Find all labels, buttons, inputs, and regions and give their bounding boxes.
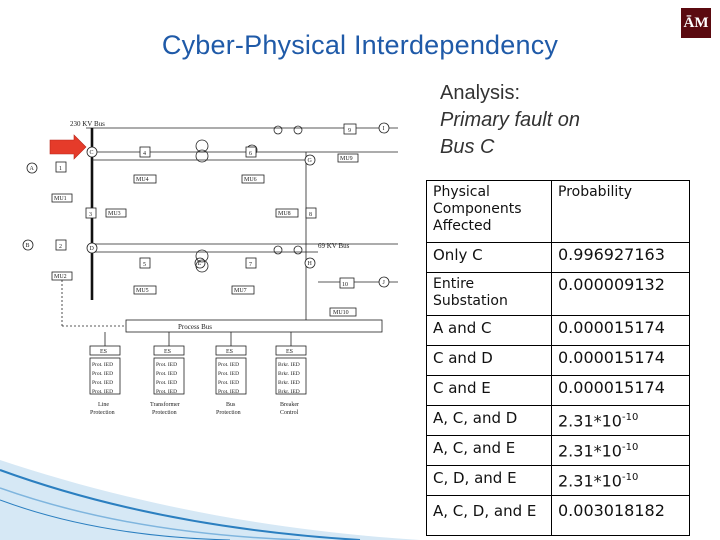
table-row: Only C 0.996927163 [426,242,690,273]
box-10: 10 [342,282,348,288]
ied-group-breaker: ES Brkr. IED Brkr. IED Brkr. IED Brkr. I… [275,345,307,416]
process-bus [125,319,383,333]
ied-group-line: ES Prot. IED Prot. IED Prot. IED Prot. I… [89,345,121,416]
table-row: A and C 0.000015174 [426,315,690,346]
svg-text:Prot. IED: Prot. IED [156,380,177,386]
node-c: C [90,150,94,156]
svg-text:ES: ES [226,349,233,355]
svg-text:Protection: Protection [216,410,241,416]
svg-text:Prot. IED: Prot. IED [156,389,177,395]
box-7: 7 [249,262,252,268]
svg-text:Bus: Bus [226,402,236,408]
table-row: C, D, and E 2.31*10-10 [426,465,690,496]
university-logo: ĀM [681,8,711,38]
svg-text:Brkr. IED: Brkr. IED [278,371,300,377]
box-3: 3 [89,212,92,218]
box-9: 9 [348,128,351,134]
table-header-row: Physical Components Affected Probability [426,180,690,243]
mu-1: MU1 [54,196,67,202]
node-e: E [198,261,202,267]
mu-6: MU6 [244,177,257,183]
table-row: A, C, and D 2.31*10-10 [426,405,690,436]
svg-text:Transformer: Transformer [150,401,180,408]
svg-text:Brkr. IED: Brkr. IED [278,362,300,368]
svg-text:Prot. IED: Prot. IED [156,362,177,368]
svg-text:ES: ES [100,349,107,355]
svg-text:Line: Line [98,402,109,408]
mu-9: MU9 [340,156,353,162]
svg-text:Breaker: Breaker [280,402,299,408]
svg-text:Prot. IED: Prot. IED [92,380,113,386]
svg-text:Prot. IED: Prot. IED [92,362,113,368]
svg-text:Process Bus: Process Bus [178,323,212,331]
ied-group-transformer: ES Prot. IED Prot. IED Prot. IED Prot. I… [150,345,185,416]
svg-text:Prot. IED: Prot. IED [92,389,113,395]
analysis-bus: Bus C [440,136,495,158]
table-row: C and E 0.000015174 [426,375,690,406]
box-2: 2 [59,244,62,250]
box-6: 6 [249,151,252,157]
mu-5: MU5 [136,288,149,294]
mu-3: MU3 [108,211,121,217]
box-8: 8 [309,212,312,218]
node-a: A [30,166,35,172]
mu-4: MU4 [136,177,149,183]
header-probability: Probability [551,180,690,243]
mu-7: MU7 [234,288,247,294]
node-d: D [90,246,95,252]
svg-text:Control: Control [280,410,299,416]
analysis-label: Analysis: [440,82,521,104]
mu-8: MU8 [278,211,291,217]
svg-text:Protection: Protection [90,410,115,416]
table-row: C and D 0.000015174 [426,345,690,376]
svg-text:ES: ES [286,349,293,355]
table-row: Entire Substation 0.000009132 [426,272,690,316]
box-1: 1 [59,166,62,172]
header-components: Physical Components Affected [426,180,552,243]
bus-69-label: 69 KV Bus [318,242,350,250]
svg-text:Prot. IED: Prot. IED [218,371,239,377]
node-i: I [383,126,385,132]
svg-text:ES: ES [164,349,171,355]
fault-arrow-icon [49,134,87,160]
table-row: A, C, D, and E 0.003018182 [426,495,690,536]
node-g: G [308,158,313,164]
svg-text:Brkr. IED: Brkr. IED [278,389,300,395]
ied-group-bus: ES Prot. IED Prot. IED Prot. IED Prot. I… [215,345,247,416]
node-h: H [308,261,313,267]
bus-230-label: 230 KV Bus [70,120,105,128]
svg-text:Prot. IED: Prot. IED [92,371,113,377]
probability-table: Physical Components Affected Probability… [426,180,690,536]
box-5: 5 [143,262,146,268]
analysis-text: Analysis: Primary fault on Bus C [440,80,640,161]
node-b: B [26,243,30,249]
svg-text:Protection: Protection [152,410,177,416]
slide-title: Cyber-Physical Interdependency [161,30,559,60]
svg-text:Brkr. IED: Brkr. IED [278,380,300,386]
node-j: J [383,280,386,286]
svg-text:Prot. IED: Prot. IED [156,371,177,377]
substation-diagram: 230 KV Bus A B C D E F G H I J 1 2 3 4 5… [6,110,414,422]
svg-text:Prot. IED: Prot. IED [218,362,239,368]
analysis-fault: Primary fault on [440,109,581,131]
mu-10: MU10 [333,310,349,316]
decorative-swoosh [0,460,420,540]
svg-text:Prot. IED: Prot. IED [218,389,239,395]
box-4: 4 [143,151,146,157]
svg-text:Prot. IED: Prot. IED [218,380,239,386]
mu-2: MU2 [54,274,67,280]
